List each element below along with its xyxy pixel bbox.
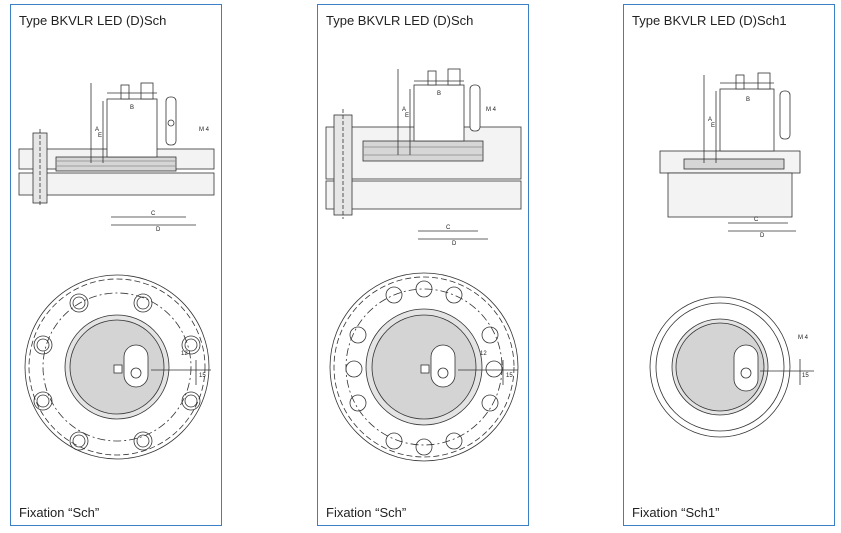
panel-sch-2: Type BKVLR LED (D)Sch — [317, 4, 529, 526]
panel-title: Type BKVLR LED (D)Sch — [19, 13, 167, 28]
dim-A-label: A — [95, 127, 99, 133]
panel-sch1: Type BKVLR LED (D)Sch1 — [623, 4, 835, 526]
front-view — [649, 296, 814, 438]
dim-A-label: A — [708, 117, 712, 123]
dim-E-label: E — [711, 123, 715, 129]
dim-E-label: E — [98, 133, 102, 139]
dim-C-label: C — [754, 217, 759, 223]
panel-title: Type BKVLR LED (D)Sch — [326, 13, 474, 28]
dim-C-label: C — [446, 225, 451, 231]
panel-title: Type BKVLR LED (D)Sch1 — [632, 13, 787, 28]
dim-A-label: A — [402, 107, 406, 113]
dim-12-label: 12 — [480, 351, 487, 357]
dim-M4-label: M 4 — [486, 107, 497, 113]
front-view — [24, 274, 211, 460]
side-view — [659, 72, 801, 232]
dim-B-label: B — [130, 105, 134, 111]
dim-15-label: 15 — [199, 373, 206, 379]
dim-12-label: 12 — [181, 351, 188, 357]
side-view — [18, 82, 215, 226]
panel-caption: Fixation “Sch1” — [632, 505, 720, 520]
panel-caption: Fixation “Sch” — [326, 505, 407, 520]
dim-B-label: B — [746, 97, 750, 103]
panel-caption: Fixation “Sch” — [19, 505, 100, 520]
dim-M4-label: M 4 — [199, 127, 210, 133]
drawing-sch1: A E B C D M 4 15 — [649, 72, 814, 438]
dim-B-label: B — [437, 91, 441, 97]
dim-C-label: C — [151, 211, 156, 217]
dim-D-label: D — [156, 227, 161, 233]
front-view — [329, 272, 519, 462]
dim-E-label: E — [405, 113, 409, 119]
dim-M4-label: M 4 — [798, 335, 809, 341]
drawing-sch-2: A E B C D M 4 12 15 — [325, 68, 522, 462]
dim-D-label: D — [760, 233, 765, 239]
dim-D-label: D — [452, 241, 457, 247]
dim-15-label: 15 — [506, 373, 513, 379]
drawing-sch-1: A E B C D M 4 12 15 — [18, 82, 215, 460]
side-view — [325, 68, 522, 240]
dim-15-label: 15 — [802, 373, 809, 379]
panel-sch-1: Type BKVLR LED (D)Sch — [10, 4, 222, 526]
